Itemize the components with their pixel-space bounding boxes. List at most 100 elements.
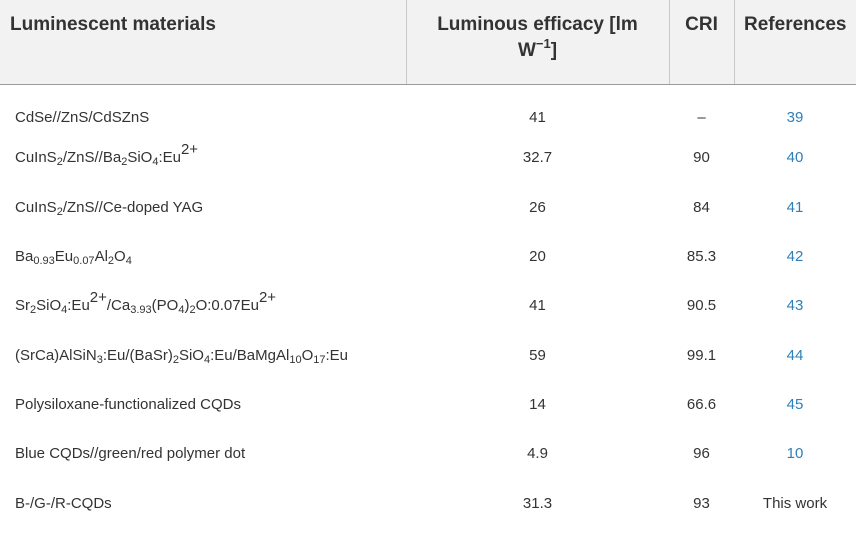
reference-link[interactable]: 41 [786,198,804,216]
material-superscript: 2+ [258,289,277,307]
material-cell: (SrCa)AlSiN3:Eu/(BaSr)2SiO4:Eu/BaMgAl10O… [0,330,406,379]
cri-cell: 66.6 [686,395,717,413]
material-cell: Ba0.93Eu0.07Al2O4 [0,232,406,281]
cri-cell: 84 [693,198,710,216]
material-text: /Ca [106,297,131,315]
header-efficacy-close: ] [550,40,558,61]
material-text: CuInS [15,149,57,167]
reference-link[interactable]: 10 [786,445,804,463]
efficacy-cell: 26 [529,198,546,216]
efficacy-cell: 41 [529,109,546,127]
material-subscript: 10 [289,353,302,366]
material-subscript: 2 [56,156,63,169]
efficacy-cell: 20 [529,248,546,266]
material-subscript: 4 [152,156,159,169]
reference-link[interactable]: 45 [786,395,804,413]
material-text: SiO [127,149,153,167]
material-text: (SrCa)AlSiN [15,346,97,364]
material-subscript: 2 [30,304,37,317]
material-subscript: 2 [121,156,128,169]
material-text: O [301,346,314,364]
efficacy-cell: 4.9 [527,445,548,463]
material-text: Polysiloxane-functionalized CQDs [15,395,241,413]
header-efficacy-unit-exp: −1 [535,36,551,51]
material-text: :Eu/(BaSr) [102,346,173,364]
header-efficacy-unit: W [517,40,536,61]
header-references: References [733,0,856,85]
material-cell: B-/G-/R-CQDs [0,478,406,527]
material-superscript: 2+ [180,141,199,159]
material-subscript: 3.93 [130,304,152,317]
material-cell: Sr2SiO4:Eu2+/Ca3.93(PO4)2O:0.07Eu2+ [0,281,406,330]
comparison-table: Luminescent materials Luminous efficacy … [0,0,856,528]
material-text: :Eu [67,297,90,315]
material-text: Sr [15,297,30,315]
material-subscript: 2 [189,304,196,317]
material-subscript: 17 [313,353,326,366]
table-row: CuInS2/ZnS//Ce-doped YAG 26 84 41 [0,183,856,232]
reference-link[interactable]: 42 [786,248,804,266]
material-text: :Eu/BaMgAl [210,346,290,364]
material-cell: Blue CQDs//green/red polymer dot [0,429,406,478]
material-text: CuInS [15,198,57,216]
material-text: CdSe//ZnS/CdSZnS [15,109,150,127]
material-text: B-/G-/R-CQDs [15,494,112,512]
material-cell: Polysiloxane-functionalized CQDs [0,380,406,429]
header-efficacy-text: Luminous efficacy [lm [437,14,638,35]
table-row: Ba0.93Eu0.07Al2O4 20 85.3 42 [0,232,856,281]
material-text: (PO [151,297,179,315]
material-text: O [114,248,126,266]
cri-cell: 99.1 [686,346,717,364]
material-text: :Eu [158,149,181,167]
material-text: Eu [54,248,74,266]
table-row: (SrCa)AlSiN3:Eu/(BaSr)2SiO4:Eu/BaMgAl10O… [0,330,856,379]
header-materials: Luminescent materials [0,0,406,85]
efficacy-cell: 41 [529,297,546,315]
table-row: B-/G-/R-CQDs 31.3 93 This work [0,478,856,527]
material-text: /ZnS//Ce-doped YAG [62,198,204,216]
material-text: Blue CQDs//green/red polymer dot [15,445,246,463]
table-row: Polysiloxane-functionalized CQDs 14 66.6 45 [0,380,856,429]
material-subscript: 3 [96,353,103,366]
reference-link[interactable]: 40 [786,149,804,167]
material-subscript: 4 [178,304,185,317]
material-subscript: 4 [203,353,211,366]
reference-cell: This work [762,494,828,512]
material-subscript: 2 [172,353,179,366]
material-cell: CuInS2/ZnS//Ce-doped YAG [0,183,406,232]
cri-cell: 93 [693,494,710,512]
efficacy-cell: 59 [529,346,546,364]
efficacy-cell: 14 [529,395,546,413]
cri-cell: 90 [693,149,710,167]
material-text: SiO [36,297,62,315]
material-cell: CuInS2/ZnS//Ba2SiO4:Eu2+ [0,133,406,182]
reference-link[interactable]: 39 [786,109,804,127]
material-text: :Eu [325,346,349,364]
cri-cell: 96 [693,445,710,463]
material-subscript: 0.93 [33,255,55,268]
efficacy-cell: 32.7 [522,149,553,167]
material-text: Ba [15,248,34,266]
cri-cell: 85.3 [686,248,717,266]
table-row: Blue CQDs//green/red polymer dot 4.9 96 10 [0,429,856,478]
material-text: Al [94,248,108,266]
material-subscript: 0.07 [73,255,95,268]
material-text: ) [184,297,190,315]
material-subscript: 2 [56,205,63,218]
header-row: Luminescent materials Luminous efficacy … [0,0,856,85]
material-text: SiO [178,346,204,364]
material-subscript: 4 [125,255,132,268]
material-superscript: 2+ [89,289,107,307]
efficacy-cell: 31.3 [522,494,553,512]
header-cri: CRI [668,0,734,85]
material-subscript: 4 [61,304,68,317]
reference-link[interactable]: 44 [786,346,804,364]
material-subscript: 2 [107,255,115,268]
reference-link[interactable]: 43 [786,297,804,315]
cri-cell: 90.5 [686,297,717,315]
material-text: O:0.07Eu [195,297,259,315]
